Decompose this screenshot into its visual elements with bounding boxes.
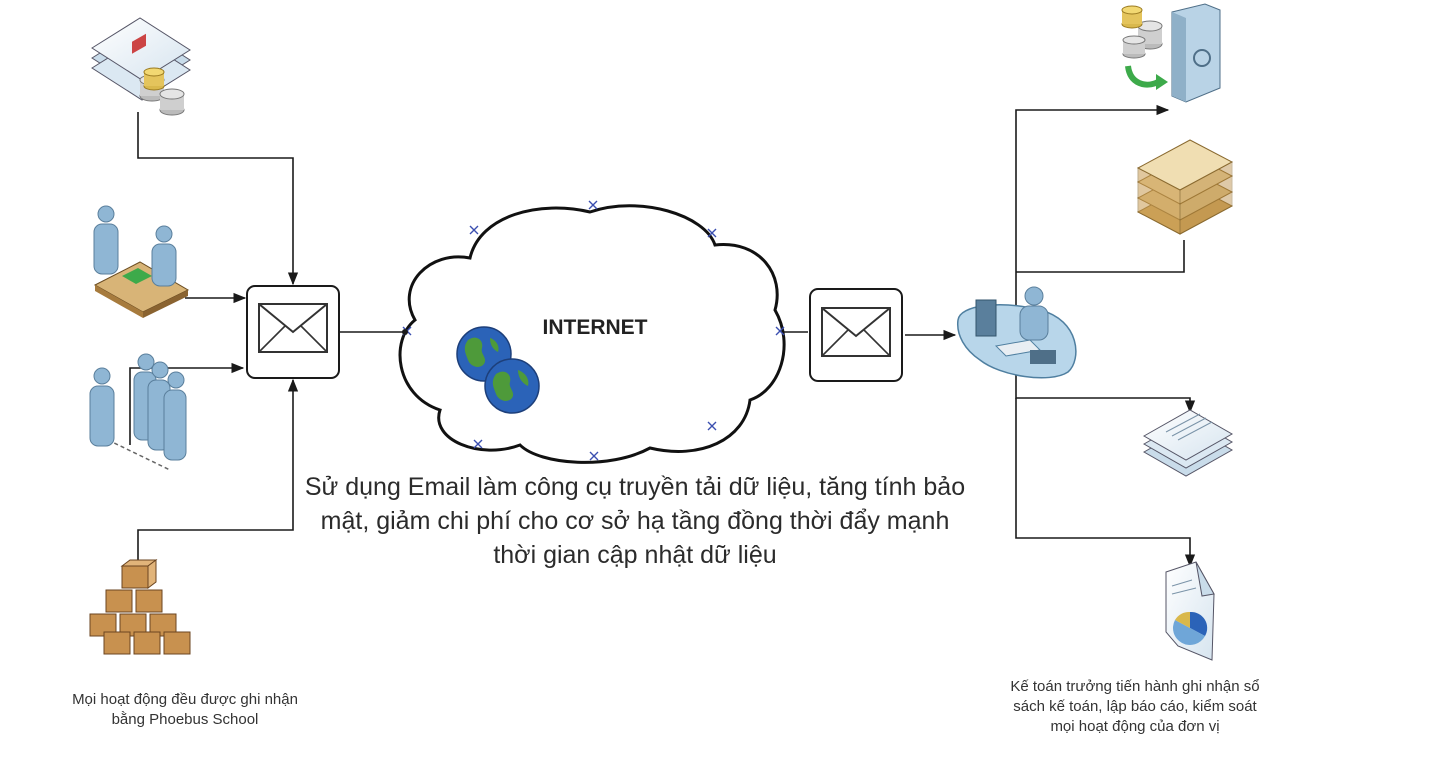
- email-envelope-icon: [821, 307, 891, 357]
- left-email-box: [246, 285, 340, 379]
- documents-database-icon: [91, 17, 191, 116]
- report-document-icon: [1165, 561, 1215, 661]
- meeting-people-icon: [93, 205, 190, 318]
- right-caption: Kế toán trưởng tiến hành ghi nhận sổ sác…: [1010, 678, 1260, 735]
- safe-database-icon: [1121, 3, 1221, 103]
- right-email-box: [809, 288, 903, 382]
- internet-label: INTERNET: [542, 316, 648, 339]
- globe-icon: [456, 326, 540, 414]
- main-caption: Sử dụng Email làm công cụ truyền tải dữ …: [304, 473, 966, 569]
- email-envelope-icon: [258, 303, 328, 353]
- accountant-workstation-icon: [957, 286, 1077, 379]
- left-caption: Mọi hoạt động đều được ghi nhận bằng Pho…: [72, 691, 298, 728]
- boxes-icon: [89, 559, 191, 655]
- left-connectors: [129, 112, 408, 560]
- group-people-icon: [89, 353, 187, 471]
- ledger-books-icon: [1136, 139, 1234, 235]
- documents-stack-icon: [1142, 409, 1234, 477]
